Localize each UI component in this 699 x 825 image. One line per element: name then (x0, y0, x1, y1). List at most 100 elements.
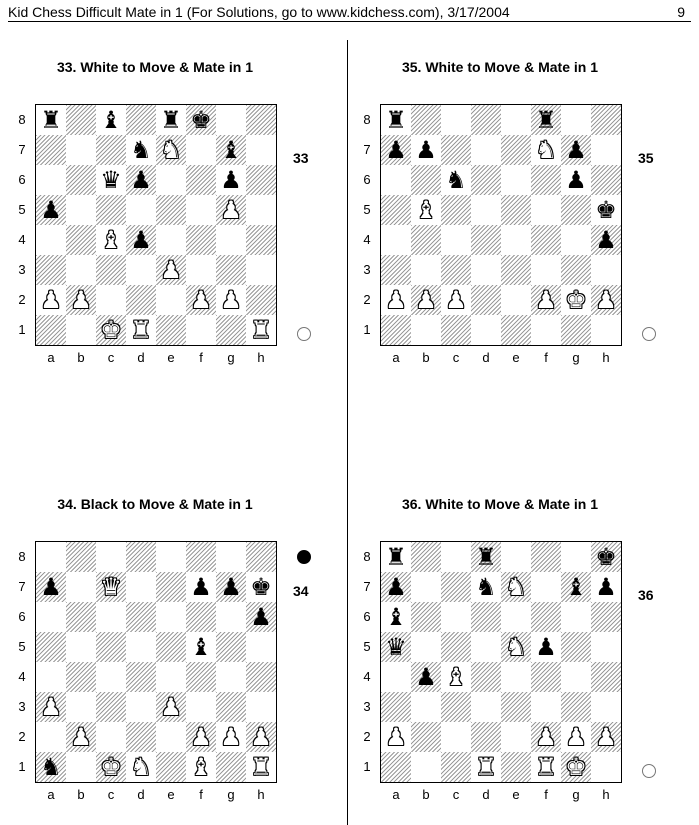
black-rook-icon[interactable]: ♜ (385, 106, 407, 134)
square-g6[interactable] (216, 602, 246, 632)
white-pawn-icon[interactable]: ♟ (385, 723, 407, 751)
square-c5[interactable] (441, 632, 471, 662)
square-d2[interactable] (471, 722, 501, 752)
black-bishop-icon[interactable]: ♝ (190, 633, 212, 661)
square-c2[interactable] (96, 285, 126, 315)
square-c2[interactable] (441, 722, 471, 752)
square-e7[interactable] (156, 572, 186, 602)
square-b5[interactable] (411, 632, 441, 662)
square-a5[interactable] (381, 632, 411, 662)
square-g8[interactable] (561, 542, 591, 572)
square-d4[interactable] (471, 662, 501, 692)
square-c5[interactable] (441, 195, 471, 225)
square-e8[interactable] (156, 542, 186, 572)
square-c7[interactable] (441, 135, 471, 165)
square-d4[interactable] (126, 225, 156, 255)
square-e3[interactable] (501, 692, 531, 722)
square-g8[interactable] (216, 105, 246, 135)
square-f1[interactable] (186, 315, 216, 345)
square-h5[interactable] (591, 632, 621, 662)
square-f7[interactable] (186, 135, 216, 165)
square-g5[interactable] (561, 632, 591, 662)
square-b8[interactable] (411, 105, 441, 135)
white-bishop-icon[interactable]: ♝ (190, 753, 212, 781)
black-pawn-icon[interactable]: ♟ (130, 226, 152, 254)
square-f4[interactable] (186, 662, 216, 692)
square-g4[interactable] (216, 225, 246, 255)
black-pawn-icon[interactable]: ♟ (595, 573, 617, 601)
square-b6[interactable] (66, 602, 96, 632)
square-e2[interactable] (501, 722, 531, 752)
square-c1[interactable] (441, 315, 471, 345)
square-e4[interactable] (501, 225, 531, 255)
white-pawn-icon[interactable]: ♟ (220, 723, 242, 751)
square-d7[interactable] (126, 572, 156, 602)
square-f2[interactable] (531, 722, 561, 752)
square-c4[interactable] (441, 225, 471, 255)
white-rook-icon[interactable]: ♜ (130, 316, 152, 344)
square-g7[interactable] (561, 135, 591, 165)
square-d3[interactable] (471, 255, 501, 285)
square-e3[interactable] (156, 255, 186, 285)
square-b6[interactable] (411, 165, 441, 195)
square-g7[interactable] (561, 572, 591, 602)
square-a7[interactable] (381, 572, 411, 602)
square-a3[interactable] (381, 692, 411, 722)
square-c1[interactable] (96, 315, 126, 345)
black-bishop-icon[interactable]: ♝ (220, 136, 242, 164)
square-f4[interactable] (186, 225, 216, 255)
square-f2[interactable] (531, 285, 561, 315)
white-pawn-icon[interactable]: ♟ (595, 723, 617, 751)
square-a6[interactable] (36, 165, 66, 195)
square-h7[interactable] (591, 135, 621, 165)
square-d3[interactable] (471, 692, 501, 722)
square-h2[interactable] (591, 722, 621, 752)
white-bishop-icon[interactable]: ♝ (445, 663, 467, 691)
white-pawn-icon[interactable]: ♟ (40, 286, 62, 314)
black-pawn-icon[interactable]: ♟ (565, 136, 587, 164)
square-f3[interactable] (531, 255, 561, 285)
black-rook-icon[interactable]: ♜ (535, 106, 557, 134)
black-pawn-icon[interactable]: ♟ (220, 166, 242, 194)
square-b7[interactable] (66, 135, 96, 165)
square-a2[interactable] (36, 722, 66, 752)
square-g3[interactable] (561, 255, 591, 285)
black-king-icon[interactable]: ♚ (595, 543, 617, 571)
white-bishop-icon[interactable]: ♝ (100, 226, 122, 254)
square-a3[interactable] (381, 255, 411, 285)
black-king-icon[interactable]: ♚ (250, 573, 272, 601)
square-g5[interactable] (561, 195, 591, 225)
square-d3[interactable] (126, 692, 156, 722)
square-f6[interactable] (186, 602, 216, 632)
square-e2[interactable] (156, 722, 186, 752)
square-g3[interactable] (561, 692, 591, 722)
square-d5[interactable] (471, 632, 501, 662)
square-e2[interactable] (501, 285, 531, 315)
square-d3[interactable] (126, 255, 156, 285)
square-b8[interactable] (66, 105, 96, 135)
square-a1[interactable] (381, 315, 411, 345)
square-f8[interactable] (186, 105, 216, 135)
square-b2[interactable] (66, 285, 96, 315)
square-h5[interactable] (246, 195, 276, 225)
black-bishop-icon[interactable]: ♝ (100, 106, 122, 134)
square-c6[interactable] (96, 602, 126, 632)
square-d2[interactable] (126, 285, 156, 315)
square-g8[interactable] (216, 542, 246, 572)
square-e6[interactable] (501, 602, 531, 632)
square-d6[interactable] (471, 602, 501, 632)
square-b4[interactable] (411, 662, 441, 692)
square-g5[interactable] (216, 632, 246, 662)
square-e5[interactable] (156, 195, 186, 225)
square-b8[interactable] (66, 542, 96, 572)
square-a7[interactable] (36, 572, 66, 602)
black-pawn-icon[interactable]: ♟ (40, 573, 62, 601)
square-f1[interactable] (531, 315, 561, 345)
square-d6[interactable] (471, 165, 501, 195)
square-h4[interactable] (591, 662, 621, 692)
square-c3[interactable] (96, 255, 126, 285)
white-king-icon[interactable]: ♚ (565, 753, 587, 781)
white-pawn-icon[interactable]: ♟ (160, 693, 182, 721)
square-h1[interactable] (591, 752, 621, 782)
square-b5[interactable] (66, 195, 96, 225)
